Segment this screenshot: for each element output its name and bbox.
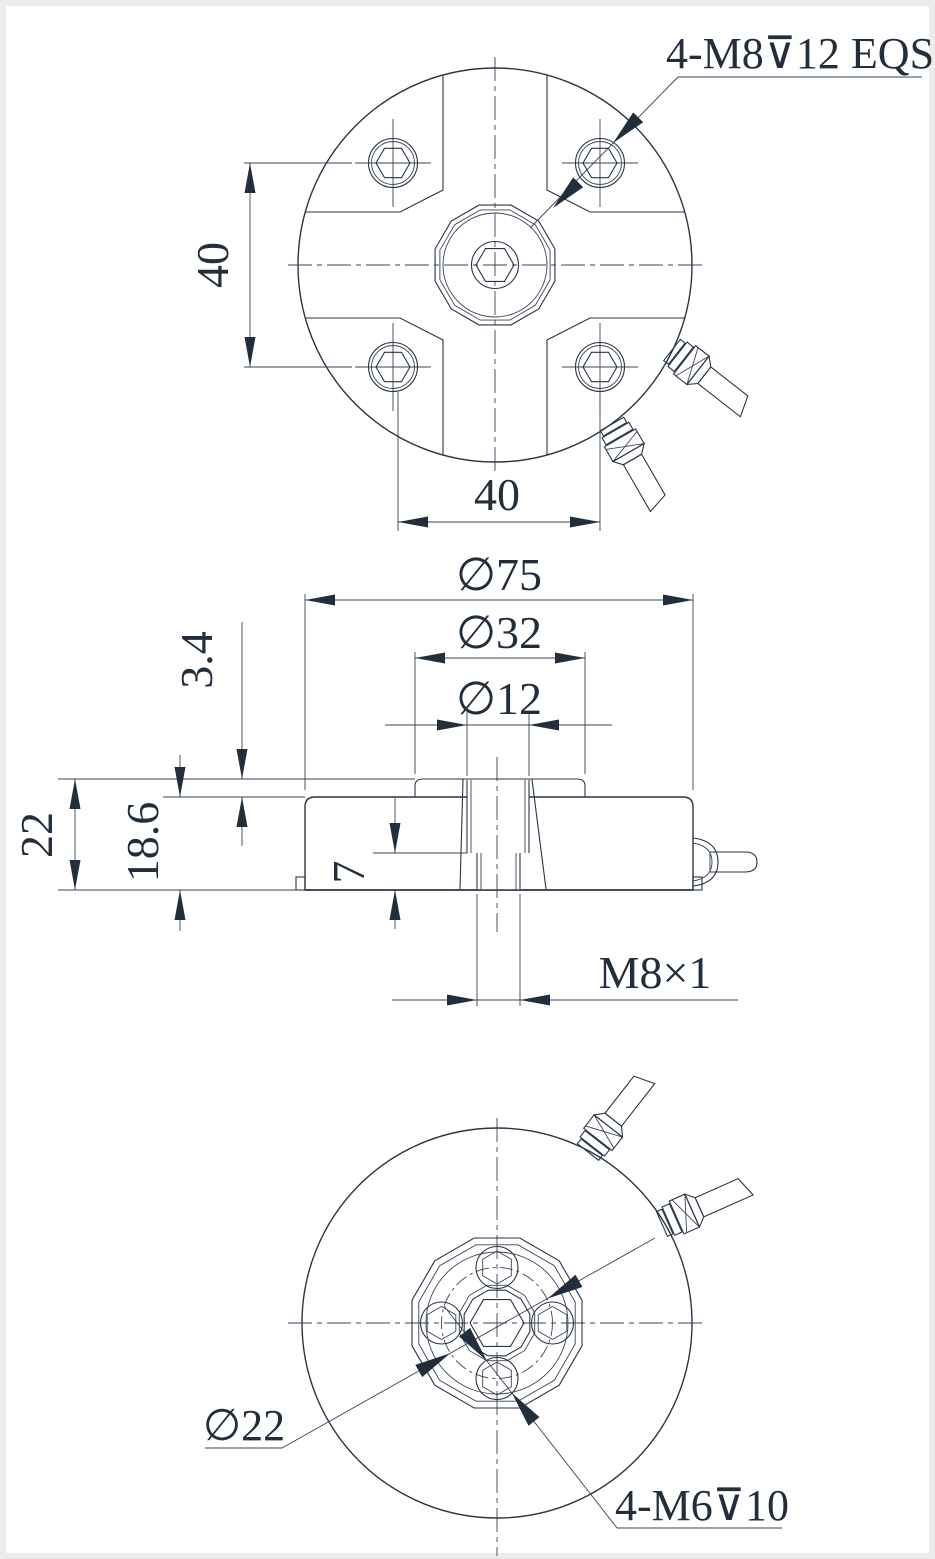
leader-dia22: ∅22 [203,1237,656,1450]
dim-40-vertical: 40 [187,162,352,368]
pad-edge-lower-left [305,317,444,455]
pad-edge-lower-right [546,317,685,455]
dim-18-6: 18.6 [117,755,186,931]
m6-hole-east [530,1301,575,1345]
side-section-view: ∅75 ∅32 ∅12 [11,549,758,1006]
dim-text-dia75: ∅75 [456,549,542,600]
center-boss-circle [442,212,548,318]
thread-note-bottom: 4-M6⊽10 [615,1481,789,1530]
bottom-view: ∅22 4-M6⊽10 [203,1065,789,1556]
body-outline [304,796,694,891]
dim-7: 7 [323,798,467,929]
top-view: 40 40 4-M8⊽12 EQS [187,29,934,531]
recess-circle [425,1251,569,1395]
pad-edge-upper-left [305,75,444,213]
dim-text-40h: 40 [474,469,520,520]
dim-text-dia32: ∅32 [456,607,542,658]
center-boss-inner-ring [439,209,551,321]
dim-dia32: ∅32 [414,607,586,774]
leader-4-M8: 4-M8⊽12 EQS [529,29,934,229]
m6-hole-south [475,1356,519,1401]
left-tab [295,876,306,891]
dim-dia12: ∅12 [385,673,612,776]
dim-22: 22 [11,779,81,890]
dim-text-M8x1: M8×1 [599,947,712,998]
dim-dia75: ∅75 [304,549,694,790]
section-boss [459,779,547,890]
flange-outline-bottom [301,1127,693,1519]
bolt-hole-bottom-right [562,323,638,411]
dim-3-4: 3.4 [171,622,248,846]
thread-note-top: 4-M8⊽12 EQS [666,29,934,78]
dim-text-22: 22 [11,812,62,858]
leader-4-M6: 4-M6⊽10 [443,1305,789,1530]
center-thread-ring-inner [463,1289,531,1357]
m6-hole-north [475,1245,519,1290]
dim-text-dia12: ∅12 [456,673,542,724]
center-hole-ring [470,240,520,290]
bolt-hole-top-left [355,119,431,207]
bolt-circle-dia22 [441,1267,553,1379]
dim-text-18-6: 18.6 [117,802,168,883]
side-cable-gland [692,837,758,887]
center-hex-socket-bottom [469,1299,525,1347]
bolt-hole-bottom-left [355,323,431,411]
pad-edge-upper-right [546,75,685,213]
dim-M8x1: M8×1 [392,894,738,1006]
center-hex-socket [475,248,515,283]
m6-hole-west [419,1301,464,1345]
dim-text-40v: 40 [187,242,238,288]
bolt-circle-label: ∅22 [203,1401,285,1450]
top-plate [414,778,586,797]
dim-text-7: 7 [323,861,374,884]
dim-text-3-4: 3.4 [171,631,222,689]
dim-40-horizontal: 40 [397,392,601,531]
center-boss-outline [434,204,556,326]
flange-outline [297,67,693,463]
center-thread-ring-outer [458,1284,536,1362]
